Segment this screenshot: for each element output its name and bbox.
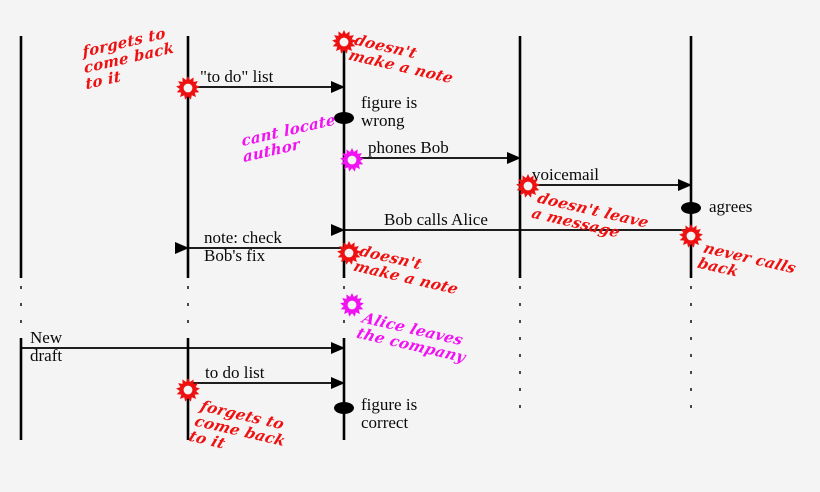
event-label-e2: agrees bbox=[709, 197, 753, 216]
event-label-e1: figure is wrong bbox=[361, 93, 418, 130]
message-label-m2: phones Bob bbox=[368, 138, 449, 157]
starburst-marker-hole-s4 bbox=[523, 181, 533, 191]
message-label-m1: "to do" list bbox=[200, 67, 274, 86]
starburst-marker-hole-s3 bbox=[347, 155, 357, 165]
message-label-m5: note: check Bob's fix bbox=[204, 228, 282, 265]
starburst-marker-hole-s6 bbox=[344, 248, 354, 258]
event-marker-e3[interactable] bbox=[334, 402, 354, 414]
message-label-m6: New draft bbox=[30, 328, 63, 365]
lifelines-group bbox=[19, 36, 693, 440]
starburst-marker-hole-s8 bbox=[183, 385, 193, 395]
starburst-marker-hole-s2 bbox=[339, 37, 349, 47]
event-label-e3: figure is correct bbox=[361, 395, 418, 432]
annotation-star-markers-group bbox=[176, 30, 703, 402]
event-marker-e2[interactable] bbox=[681, 202, 701, 214]
starburst-marker-hole-s7 bbox=[347, 300, 357, 310]
event-marker-e1[interactable] bbox=[334, 112, 354, 124]
message-arrows-group bbox=[21, 81, 692, 389]
starburst-marker-hole-s1 bbox=[183, 83, 193, 93]
message-label-m7: to do list bbox=[205, 363, 265, 382]
event-markers-group bbox=[334, 112, 701, 414]
message-label-m3: voicemail bbox=[532, 165, 600, 184]
starburst-marker-hole-s5 bbox=[686, 231, 696, 241]
message-label-m4: Bob calls Alice bbox=[384, 210, 488, 229]
